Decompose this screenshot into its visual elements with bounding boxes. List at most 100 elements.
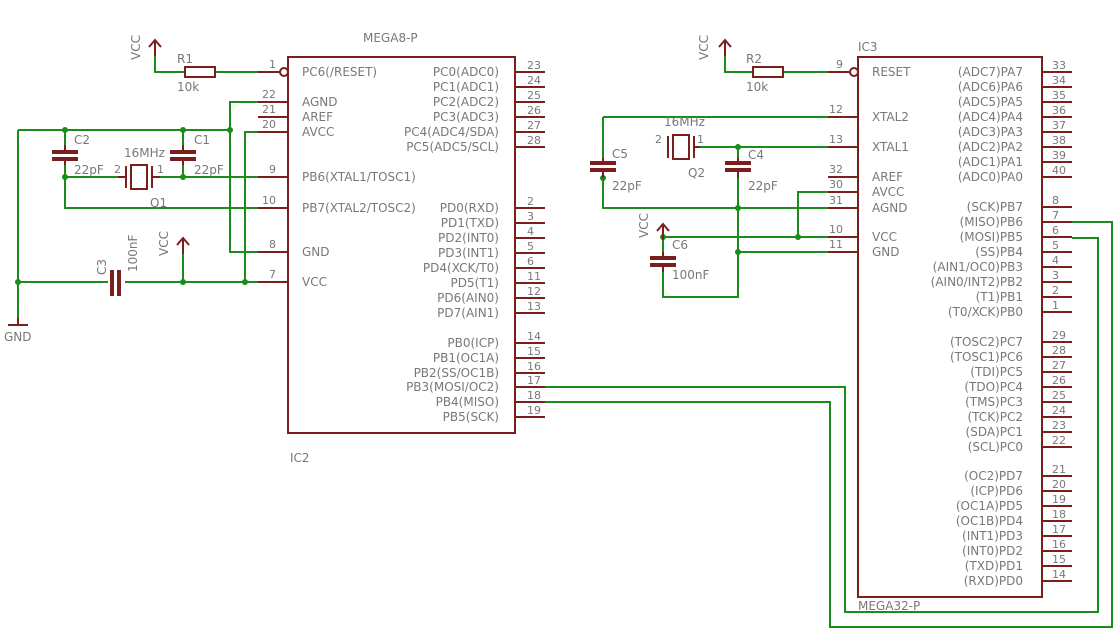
ic3-pin-number: 3	[1052, 269, 1059, 282]
c1-name: C1	[194, 133, 210, 147]
ic2-pin-label: PD0(RXD)	[440, 201, 499, 215]
ic3-pin-38: 38(ADC2)PA2	[958, 134, 1072, 154]
ic3-pin-number: 10	[829, 223, 843, 236]
ic3-pin-34: 34(ADC6)PA6	[958, 74, 1072, 94]
vcc-label-r2: VCC	[697, 35, 711, 60]
ic3-pin-label: (OC2)PD7	[964, 469, 1023, 483]
ic2-pin-number: 22	[262, 88, 276, 101]
ic3-pin-4: 4(AIN1/OC0)PB3	[933, 254, 1072, 274]
ic3-pin-7: 7(MISO)PB6	[960, 209, 1072, 229]
ic3-pin-number: 27	[1052, 359, 1066, 372]
q1-name: Q1	[150, 196, 167, 210]
ic2-pin-number: 14	[527, 330, 541, 343]
ic3-pin-label: (ADC6)PA6	[958, 80, 1023, 94]
ic3-pin-35: 35(ADC5)PA5	[958, 89, 1072, 109]
ic3-pin-number: 39	[1052, 149, 1066, 162]
ic2-pin-number: 21	[262, 103, 276, 116]
ic2-chip: MEGA8-P IC2 1PC6(/RESET)22AGND21AREF20AV…	[258, 31, 545, 465]
gnd-label: GND	[4, 330, 32, 344]
crystal-q1: 16MHz Q1 2 1	[114, 146, 167, 210]
ic3-pin-label: (ADC4)PA4	[958, 110, 1023, 124]
ic3-pin-label: GND	[872, 245, 900, 259]
c6-value: 100nF	[672, 268, 710, 282]
ic3-pin-number: 12	[829, 103, 843, 116]
ic3-pin-3: 3(AIN0/INT2)PB2	[931, 269, 1072, 289]
ic2-pin-number: 24	[527, 74, 541, 87]
ic3-pin-number: 16	[1052, 538, 1066, 551]
ic3-pin-1: 1(T0/XCK)PB0	[948, 299, 1072, 319]
ic3-pin-label: AREF	[872, 170, 903, 184]
q1-value: 16MHz	[124, 146, 165, 160]
ic2-pin-label: PC6(/RESET)	[302, 65, 377, 79]
vcc-symbol-c6: VCC	[637, 213, 670, 240]
ic2-pin-number: 1	[269, 58, 276, 71]
ic2-pin-number: 15	[527, 345, 541, 358]
ic2-pin-number: 11	[527, 270, 541, 283]
junctions	[15, 127, 801, 285]
c1-value: 22pF	[194, 163, 224, 177]
ic2-reset-inversion-bubble	[279, 67, 289, 77]
ic3-pin-label: (RXD)PD0	[964, 574, 1023, 588]
ic2-pin-label: PC2(ADC2)	[433, 95, 499, 109]
ic2-pin-label: PD7(AIN1)	[437, 306, 499, 320]
ic3-pin-label: (ADC7)PA7	[958, 65, 1023, 79]
ic3-pin-number: 13	[829, 133, 843, 146]
ic3-pin-label: (SCK)PB7	[967, 200, 1023, 214]
ic3-pin-number: 5	[1052, 239, 1059, 252]
resistor-r1: R1 10k	[177, 52, 216, 94]
ic3-pin-29: 29(TOSC2)PC7	[950, 329, 1072, 349]
ic2-pin-13: 13 PD7(AIN1)	[437, 300, 545, 320]
ic3-pin-label: RESET	[872, 65, 911, 79]
ic2-pin-label: AGND	[302, 95, 338, 109]
ic3-pin-5: 5(SS)PB4	[975, 239, 1072, 259]
ic3-pin-number: 32	[829, 163, 843, 176]
ic2-pin-number: 10	[262, 194, 276, 207]
c5-name: C5	[612, 147, 628, 161]
ic2-pin-label: GND	[302, 245, 330, 259]
vcc-symbol-c3: VCC	[157, 231, 190, 256]
q2-pin1: 1	[697, 133, 704, 146]
capacitor-c6: C6 100nF	[650, 238, 710, 282]
ic3-pin-number: 21	[1052, 463, 1066, 476]
ic3-pin-label: (TDI)PC5	[970, 365, 1023, 379]
ic2-pin-number: 13	[527, 300, 541, 313]
ic3-pin-22: 22(SCL)PC0	[968, 434, 1072, 454]
ic3-pin-label: VCC	[872, 230, 897, 244]
ic2-pin-label: PB7(XTAL2/TOSC2)	[302, 201, 416, 215]
ic2-part-label: MEGA8-P	[363, 31, 418, 45]
ic2-pin-number: 17	[527, 374, 541, 387]
ic3-pin-number: 4	[1052, 254, 1059, 267]
ic3-pin-number: 35	[1052, 89, 1066, 102]
ic3-pin-number: 25	[1052, 389, 1066, 402]
ic3-pin-number: 31	[829, 194, 843, 207]
ic3-pin-label: (INT0)PD2	[962, 544, 1023, 558]
ic3-pin-27: 27 (TDI)PC5	[970, 359, 1072, 379]
ic2-pin-label: PD3(INT1)	[438, 246, 499, 260]
ic2-pin-label: PB6(XTAL1/TOSC1)	[302, 170, 416, 184]
ic3-pin-number: 18	[1052, 508, 1066, 521]
ic3-pin-24: 24(TCK)PC2	[968, 404, 1072, 424]
ic3-name-label: IC3	[858, 40, 878, 54]
ic3-pin-39: 39(ADC1)PA1	[958, 149, 1072, 169]
ic3-pin-number: 20	[1052, 478, 1066, 491]
ic2-pin-number: 25	[527, 89, 541, 102]
r1-value: 10k	[177, 80, 199, 94]
ic3-pin-label: (OC1A)PD5	[956, 499, 1023, 513]
ic2-left-pins: 1PC6(/RESET)22AGND21AREF20AVCC9PB6(XTAL1…	[258, 58, 416, 289]
ic3-pin-number: 15	[1052, 553, 1066, 566]
ic3-pin-number: 29	[1052, 329, 1066, 342]
